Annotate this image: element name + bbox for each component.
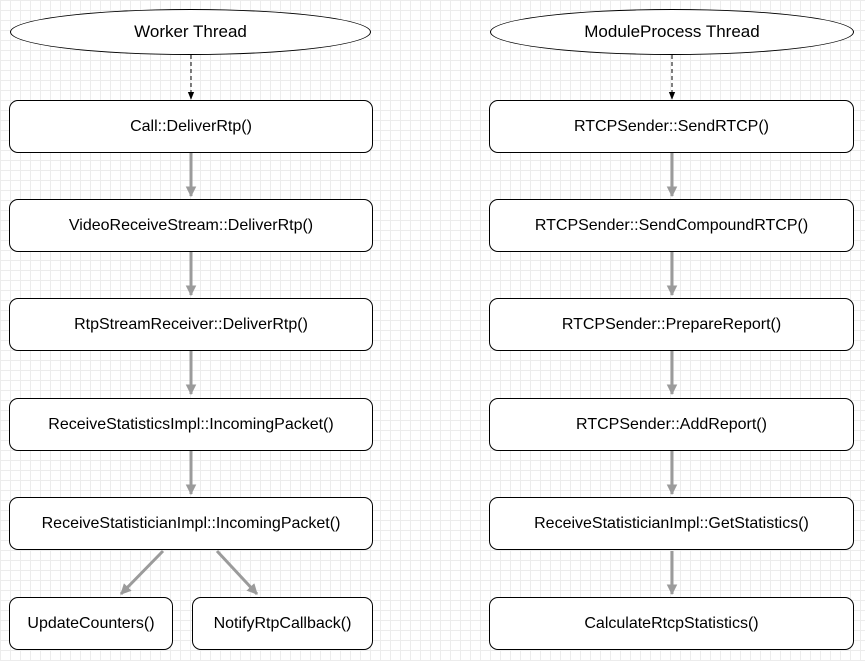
node-label: RTCPSender::SendRTCP() [573, 117, 770, 135]
node-label: RTCPSender::AddReport() [576, 415, 767, 433]
node-label: ReceiveStatisticianImpl::IncomingPacket(… [41, 514, 341, 532]
videoreceivestream-deliverrtp-node: VideoReceiveStream::DeliverRtp() [9, 199, 373, 252]
arrow-branch-right [215, 549, 259, 596]
node-label: Call::DeliverRtp() [130, 117, 252, 135]
updatecounters-node: UpdateCounters() [9, 597, 173, 650]
node-label: RTCPSender::SendCompoundRTCP() [534, 216, 809, 234]
node-label: RtpStreamReceiver::DeliverRtp() [74, 315, 308, 333]
node-label: CalculateRtcpStatistics() [584, 614, 759, 632]
receivestatisticsimpl-incomingpacket-node: ReceiveStatisticsImpl::IncomingPacket() [9, 398, 373, 451]
worker-thread-label: Worker Thread [134, 22, 247, 41]
node-label: ReceiveStatisticianImpl::GetStatistics() [534, 514, 809, 532]
node-label: ReceiveStatisticsImpl::IncomingPacket() [48, 415, 334, 433]
moduleprocess-thread-label: ModuleProcess Thread [584, 22, 760, 41]
calculatertcpstatistics-node: CalculateRtcpStatistics() [489, 597, 854, 650]
node-label: RTCPSender::PrepareReport() [561, 315, 782, 333]
rtcpsender-sendcompoundrtcp-node: RTCPSender::SendCompoundRTCP() [489, 199, 854, 252]
rtpstreamreceiver-deliverrtp-node: RtpStreamReceiver::DeliverRtp() [9, 298, 373, 351]
rtcpsender-preparereport-node: RTCPSender::PrepareReport() [489, 298, 854, 351]
notifyrtpcallback-node: NotifyRtpCallback() [192, 597, 373, 650]
call-deliverrtp-node: Call::DeliverRtp() [9, 100, 373, 153]
moduleprocess-thread-ellipse: ModuleProcess Thread [490, 9, 854, 55]
arrow-branch-left [119, 549, 165, 596]
receivestatisticianimpl-getstatistics-node: ReceiveStatisticianImpl::GetStatistics() [489, 497, 854, 550]
node-label: NotifyRtpCallback() [213, 614, 352, 632]
rtcpsender-addreport-node: RTCPSender::AddReport() [489, 398, 854, 451]
worker-thread-ellipse: Worker Thread [10, 9, 371, 55]
receivestatisticianimpl-incomingpacket-node: ReceiveStatisticianImpl::IncomingPacket(… [9, 497, 373, 550]
node-label: UpdateCounters() [27, 614, 155, 632]
rtcpsender-sendrtcp-node: RTCPSender::SendRTCP() [489, 100, 854, 153]
node-label: VideoReceiveStream::DeliverRtp() [68, 216, 314, 234]
